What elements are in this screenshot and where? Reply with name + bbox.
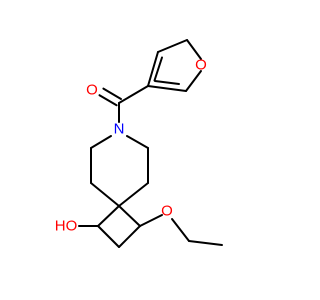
bond-furan-c5-c3-inner bbox=[154, 80, 180, 85]
hydroxyl-label: HO bbox=[55, 218, 78, 235]
bond-furan-c3-c2 bbox=[147, 51, 159, 87]
bond-n-ch2-left bbox=[90, 135, 112, 149]
bond-left-spiro bbox=[90, 182, 120, 207]
bond-furan-o-c5 bbox=[185, 70, 202, 92]
bond-carbonyl-furan bbox=[118, 85, 149, 104]
bond-furan-c2-c1 bbox=[157, 39, 188, 53]
bond-spiro-c1 bbox=[97, 205, 120, 227]
bond-spiro-c3 bbox=[118, 205, 141, 227]
bond-furan-c1-o bbox=[186, 39, 202, 60]
molecule-structure: O O N HO O bbox=[55, 39, 223, 248]
bond-ether-oxygen-ch2 bbox=[171, 218, 190, 242]
bond-c1-c2 bbox=[97, 225, 120, 248]
bond-right-spiro bbox=[118, 182, 149, 207]
bond-furan-c2-c3-inner bbox=[153, 56, 163, 82]
carbonyl-oxygen-label: O bbox=[86, 82, 98, 99]
bond-ch2-ch3 bbox=[188, 240, 223, 246]
molecule-canvas: O O N HO O bbox=[55, 39, 223, 248]
bond-carbonyl-double-a bbox=[102, 87, 122, 100]
bond-layer bbox=[78, 39, 223, 248]
bond-c3-ether-oxygen bbox=[139, 214, 163, 227]
nitrogen-label: N bbox=[114, 121, 125, 138]
bond-carbonyl-double-b bbox=[98, 94, 118, 107]
ether-oxygen-label: O bbox=[161, 203, 173, 220]
bond-furan-c5-c3 bbox=[147, 85, 187, 92]
bond-n-ch2-right bbox=[126, 135, 149, 149]
bond-c2-c3 bbox=[118, 225, 141, 248]
atom-label-layer: O O N HO O bbox=[55, 57, 207, 235]
furan-oxygen-label: O bbox=[195, 57, 207, 74]
